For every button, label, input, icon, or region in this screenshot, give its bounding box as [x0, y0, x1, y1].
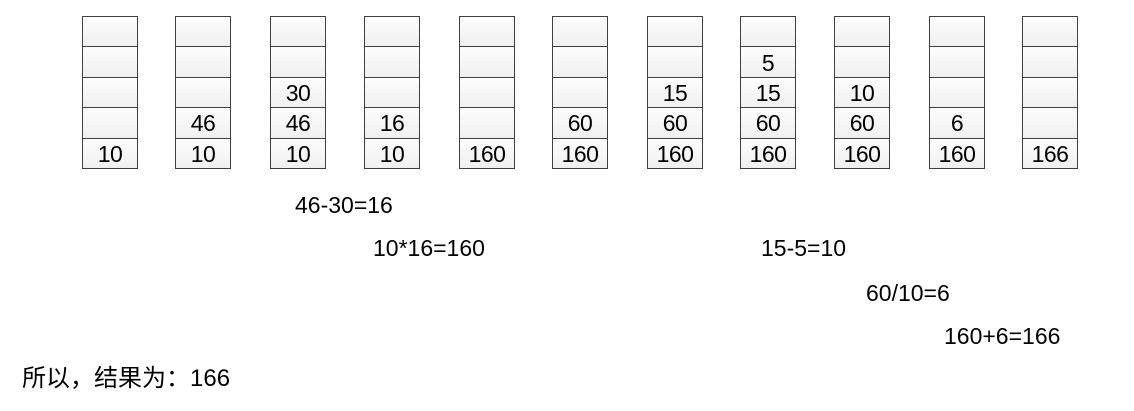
stack-step-7: 15 60 160: [647, 16, 703, 169]
stack-cell: [835, 46, 889, 77]
stack-cell: 10: [835, 76, 889, 108]
stack-cell: [1023, 76, 1077, 108]
conclusion-label: 所以，结果为：: [22, 364, 190, 392]
stack-cell: [553, 46, 607, 77]
stack-step-5: 160: [459, 16, 515, 169]
stack-cell: [176, 46, 230, 77]
stack-step-11: 166: [1022, 16, 1078, 169]
stack-cell: 46: [271, 107, 325, 138]
stack-cell: [365, 17, 419, 47]
stack-cell: [930, 17, 984, 47]
stack-cell: 5: [741, 46, 795, 77]
stack-cell: [1023, 107, 1077, 138]
stack-cell: [1023, 17, 1077, 47]
stack-cell: 46: [176, 107, 230, 138]
calc-annotation-subtract-2: 15-5=10: [761, 235, 847, 261]
calc-annotation-multiply: 10*16=160: [373, 235, 485, 261]
stack-step-8: 5 15 60 160: [740, 16, 796, 169]
stack-cell: [83, 107, 137, 138]
stack-cell: 160: [741, 137, 795, 169]
stack-cell: 60: [835, 107, 889, 138]
stack-cell: [835, 17, 889, 47]
stack-cell: [1023, 46, 1077, 77]
stack-cell: 10: [176, 137, 230, 169]
stack-cell: 60: [648, 107, 702, 138]
stack-cell: [365, 46, 419, 77]
stack-cell: [176, 17, 230, 47]
stack-cell: [176, 76, 230, 108]
stack-step-2: 46 10: [175, 16, 231, 169]
conclusion-value: 166: [190, 365, 231, 392]
stack-cell: 10: [83, 137, 137, 169]
stack-cell: [553, 17, 607, 47]
stack-step-9: 10 60 160: [834, 16, 890, 169]
stack-cell: [271, 46, 325, 77]
stack-step-3: 30 46 10: [270, 16, 326, 169]
stack-cell: 160: [930, 137, 984, 169]
stack-cell: [271, 17, 325, 47]
stack-cell: [83, 76, 137, 108]
stack-cell: 10: [365, 137, 419, 169]
stack-cell: [648, 17, 702, 47]
stack-cell: [460, 76, 514, 108]
stack-cell: [930, 76, 984, 108]
stack-step-6: 60 160: [552, 16, 608, 169]
stack-cell: [741, 17, 795, 47]
calc-annotation-divide: 60/10=6: [866, 280, 950, 306]
stack-cell: 10: [271, 137, 325, 169]
stack-step-1: 10: [82, 16, 138, 169]
stack-cell: 160: [835, 137, 889, 169]
stack-cell: [460, 46, 514, 77]
calc-annotation-add: 160+6=166: [944, 323, 1061, 349]
stack-cell: [460, 107, 514, 138]
stack-cell: 160: [553, 137, 607, 169]
stack-cell: [648, 46, 702, 77]
stack-cell: [930, 46, 984, 77]
stack-cell: [83, 46, 137, 77]
stack-cell: 6: [930, 107, 984, 138]
stack-cell: 16: [365, 107, 419, 138]
stack-cell: 60: [553, 107, 607, 138]
stack-step-4: 16 10: [364, 16, 420, 169]
stack-cell: 15: [648, 76, 702, 108]
stack-cell: 160: [648, 137, 702, 169]
stack-cell: [83, 17, 137, 47]
stack-cell: 15: [741, 76, 795, 108]
stack-cell: 60: [741, 107, 795, 138]
stack-cell: 160: [460, 137, 514, 169]
stack-step-10: 6 160: [929, 16, 985, 169]
stack-cell: [460, 17, 514, 47]
stack-cell: 166: [1023, 137, 1077, 169]
stack-cell: [365, 76, 419, 108]
conclusion-line: 所以，结果为：166: [22, 366, 230, 391]
calc-annotation-subtract-1: 46-30=16: [295, 192, 393, 218]
stack-cell: [553, 76, 607, 108]
stack-cell: 30: [271, 76, 325, 108]
